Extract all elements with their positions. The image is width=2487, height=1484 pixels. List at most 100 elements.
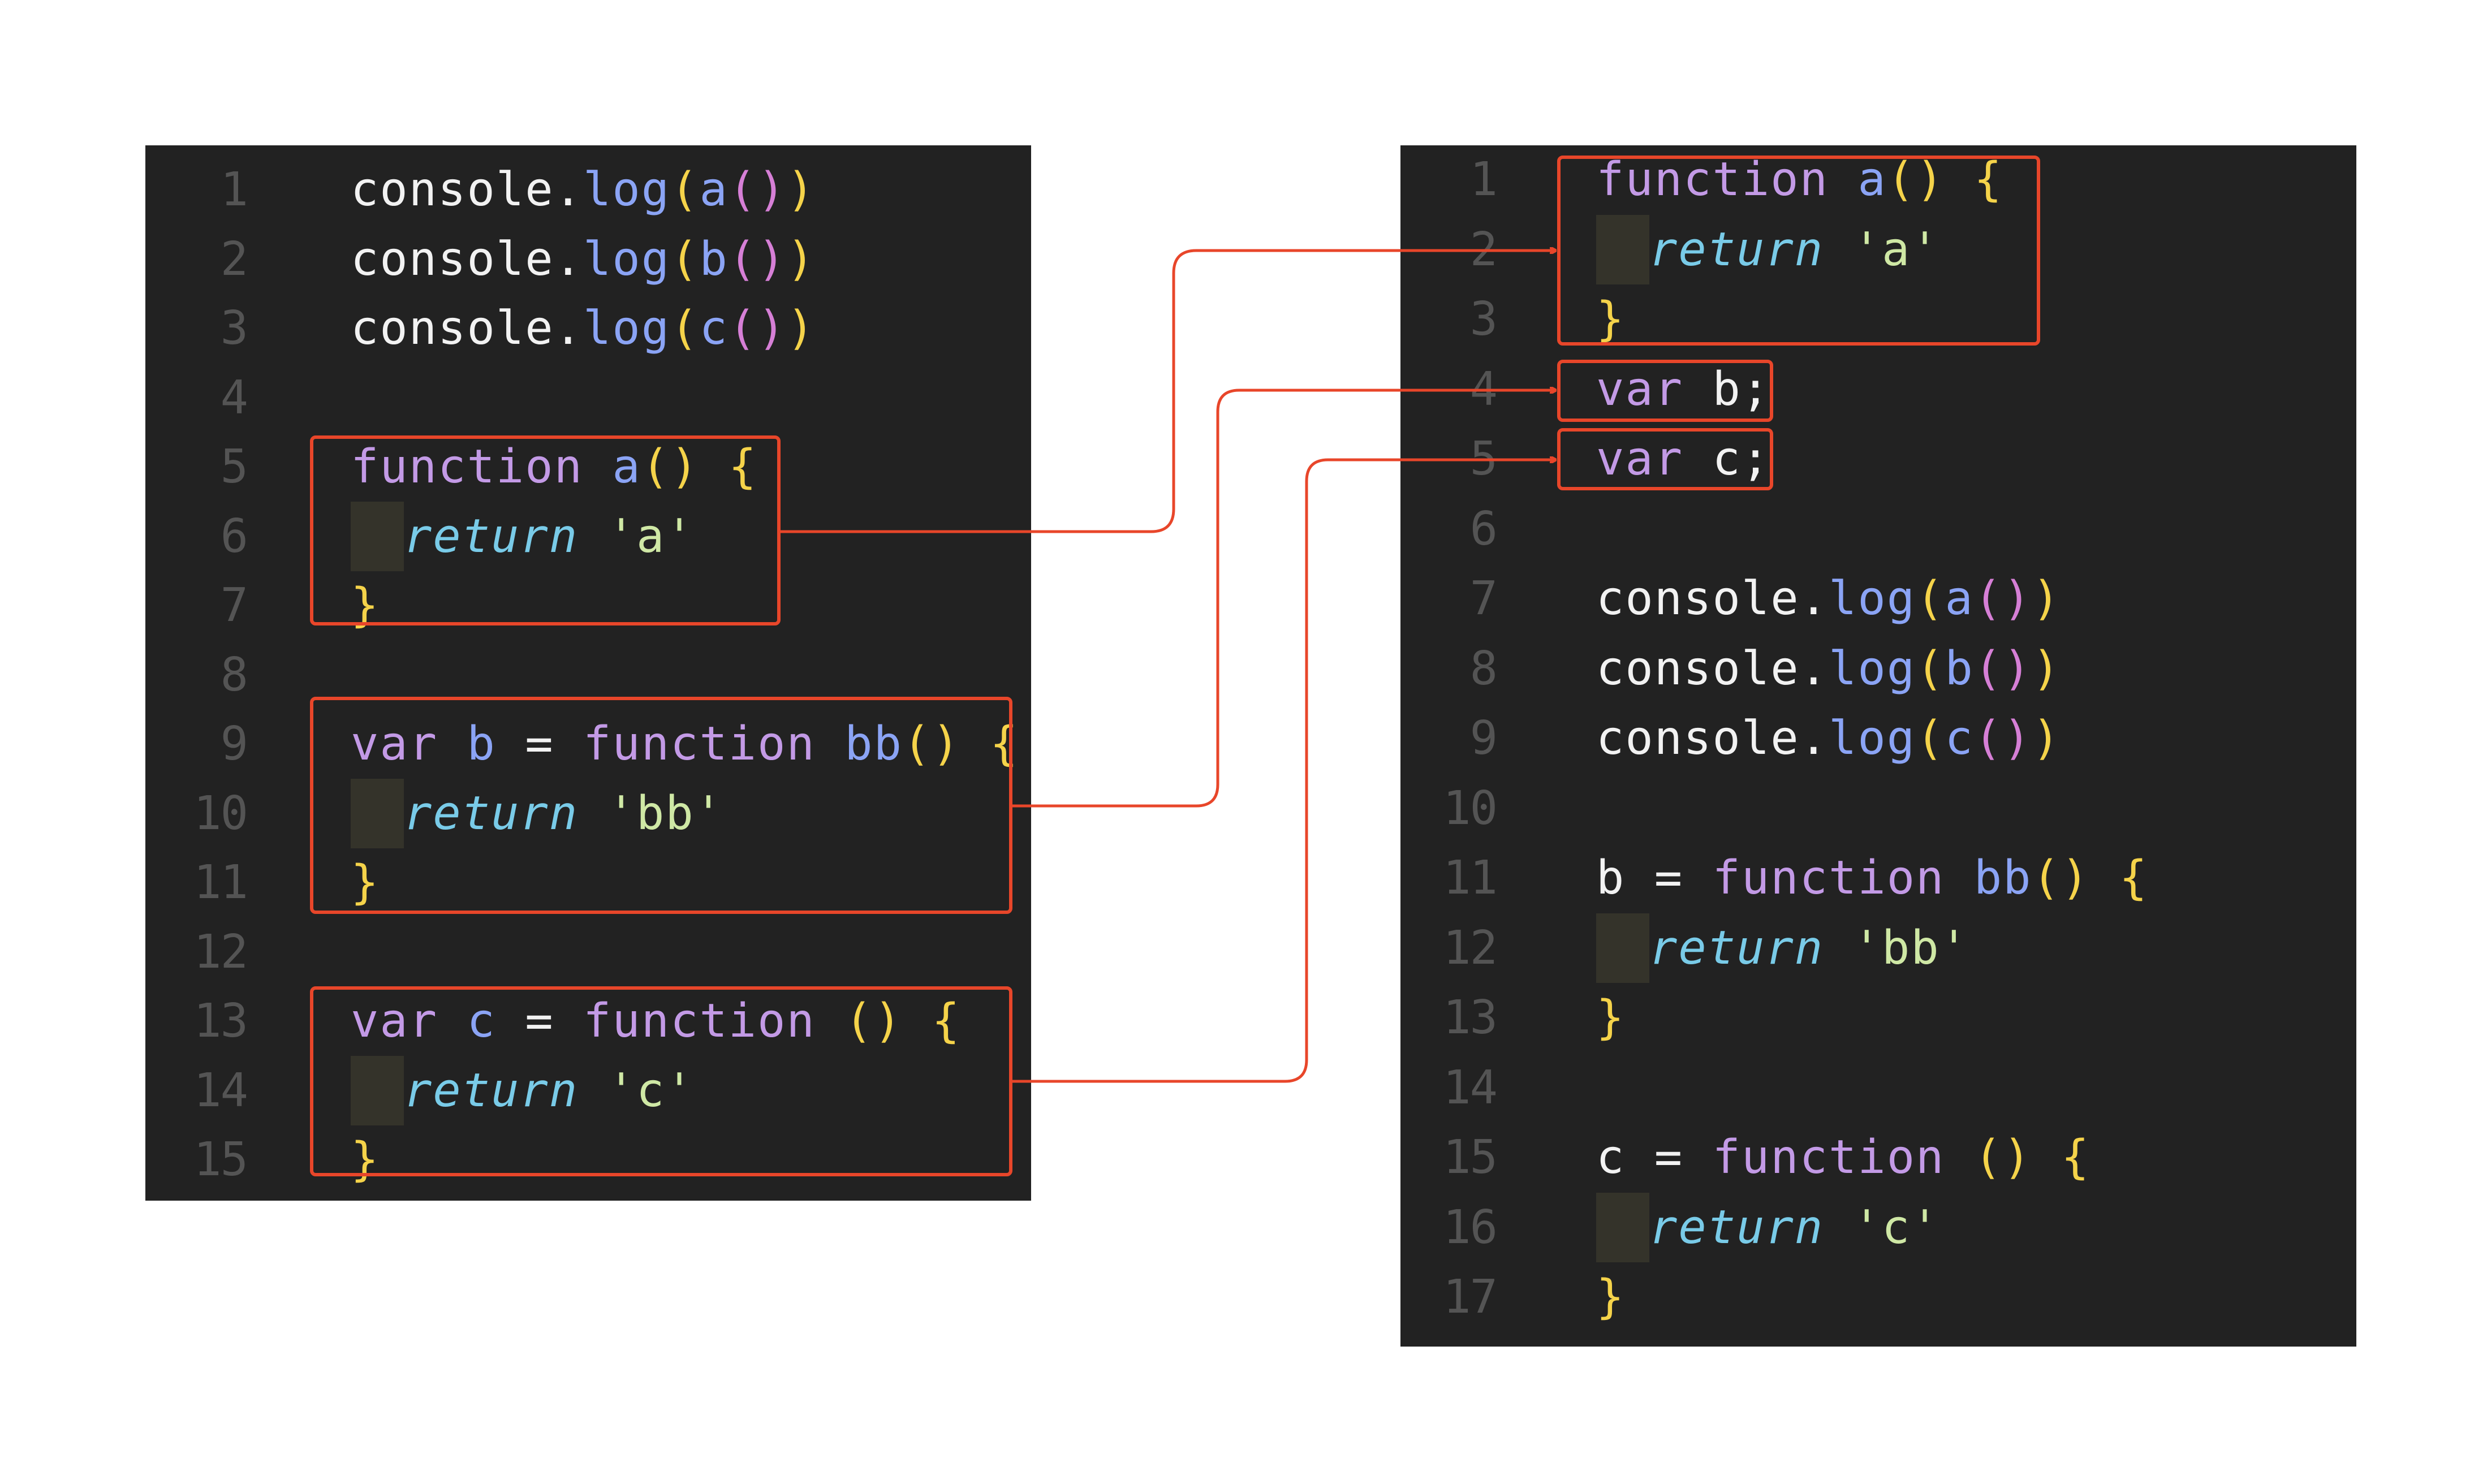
code-token: () — [728, 163, 787, 217]
code-token: a — [699, 163, 729, 217]
code-token: } — [1596, 1270, 1626, 1324]
code-line: 14 — [1400, 1053, 2356, 1123]
code-token: return — [404, 1063, 579, 1118]
code-line: 15 c = function () { — [1400, 1123, 2356, 1192]
code-text: console.log(c()) — [1596, 704, 2061, 773]
line-number: 9 — [1469, 711, 1498, 765]
code-token: } — [1596, 292, 1626, 346]
indent-guide — [351, 501, 404, 571]
code-token: function — [1712, 1131, 1945, 1184]
code-token: () — [844, 994, 903, 1048]
code-text: b = function bb() { — [1596, 843, 2148, 913]
code-line: 12 — [145, 917, 1031, 987]
line-number: 8 — [1469, 641, 1498, 696]
highlight-box-var-b — [310, 697, 1012, 914]
highlight-box-hoisted-function-a — [1557, 156, 2040, 346]
line-number: 9 — [220, 717, 248, 771]
code-token: console. — [1596, 572, 1829, 625]
code-token: b — [699, 232, 729, 286]
code-token: console. — [351, 163, 583, 217]
code-token: { — [990, 717, 1019, 771]
code-token: log — [583, 232, 671, 286]
code-token: a — [1945, 572, 1974, 625]
code-text: } — [1596, 983, 1625, 1052]
code-token: ( — [670, 232, 700, 286]
code-line: 6 — [1400, 494, 2356, 564]
indent-guide — [351, 1055, 404, 1125]
code-token: () — [728, 301, 787, 355]
indent-guide — [351, 778, 404, 848]
indent-guide — [1596, 1192, 1649, 1262]
code-token: b — [1945, 641, 1974, 696]
code-token: b — [467, 717, 496, 771]
code-text: return 'c' — [1596, 1192, 1940, 1262]
code-text: } — [351, 848, 380, 917]
line-number: 6 — [1469, 502, 1498, 556]
code-line: 4 — [145, 363, 1031, 433]
code-text: console.log(b()) — [351, 225, 816, 294]
code-token: log — [583, 301, 671, 355]
line-number: 11 — [193, 856, 248, 909]
code-token: return — [1649, 1200, 1824, 1254]
code-token: = — [495, 994, 583, 1048]
code-token: () — [1973, 1131, 2032, 1184]
line-number: 3 — [220, 301, 248, 355]
code-token: c — [1945, 711, 1974, 765]
code-token: { — [2119, 851, 2149, 905]
code-token: bb — [844, 717, 903, 771]
line-number: 3 — [1469, 292, 1498, 346]
code-line: 11} — [145, 848, 1031, 917]
code-token: function — [1596, 153, 1829, 206]
code-token: console. — [351, 232, 583, 286]
line-number: 4 — [220, 370, 248, 425]
code-text: return 'bb' — [1596, 913, 1969, 983]
line-number: 1 — [220, 163, 248, 217]
highlight-box-hoisted-var-c — [1557, 428, 1773, 490]
line-number: 5 — [220, 440, 248, 494]
code-token: c — [699, 301, 729, 355]
code-text: return 'bb' — [351, 778, 724, 848]
highlight-box-var-c — [310, 986, 1012, 1176]
code-line: 13 var c = function () { — [145, 986, 1031, 1056]
code-token: return — [1649, 921, 1824, 975]
code-token: function — [583, 994, 816, 1048]
line-number: 15 — [1443, 1131, 1498, 1184]
code-token: 'a' — [1852, 222, 1940, 277]
code-token: function — [1712, 851, 1945, 905]
code-line: 13} — [1400, 983, 2356, 1052]
code-token: ) — [786, 232, 816, 286]
code-text: var c = function () { — [351, 986, 961, 1056]
line-number: 7 — [1469, 572, 1498, 625]
indent-guide — [1596, 913, 1649, 983]
code-token: 'bb' — [607, 786, 724, 840]
code-text: c = function () { — [1596, 1123, 2090, 1192]
highlight-box-function-a — [310, 435, 781, 625]
code-token: ) — [2032, 641, 2061, 696]
code-text: console.log(c()) — [351, 294, 816, 363]
code-token: function — [583, 717, 816, 771]
code-token: 'bb' — [1852, 921, 1969, 975]
code-token: { — [1973, 153, 2003, 206]
code-token: function — [351, 440, 583, 494]
code-token: log — [1828, 711, 1916, 765]
line-number: 17 — [1443, 1270, 1498, 1324]
code-token: c = — [1596, 1131, 1713, 1184]
code-token: log — [1828, 572, 1916, 625]
code-text: var b; — [1596, 355, 1770, 424]
code-line: 3} — [1400, 284, 2356, 354]
code-text: var c; — [1596, 424, 1770, 494]
code-token: var — [1596, 362, 1684, 416]
line-number: 13 — [193, 994, 248, 1048]
line-number: 13 — [1443, 991, 1498, 1045]
code-token: () — [2032, 851, 2091, 905]
code-token: 'c' — [1852, 1200, 1940, 1254]
